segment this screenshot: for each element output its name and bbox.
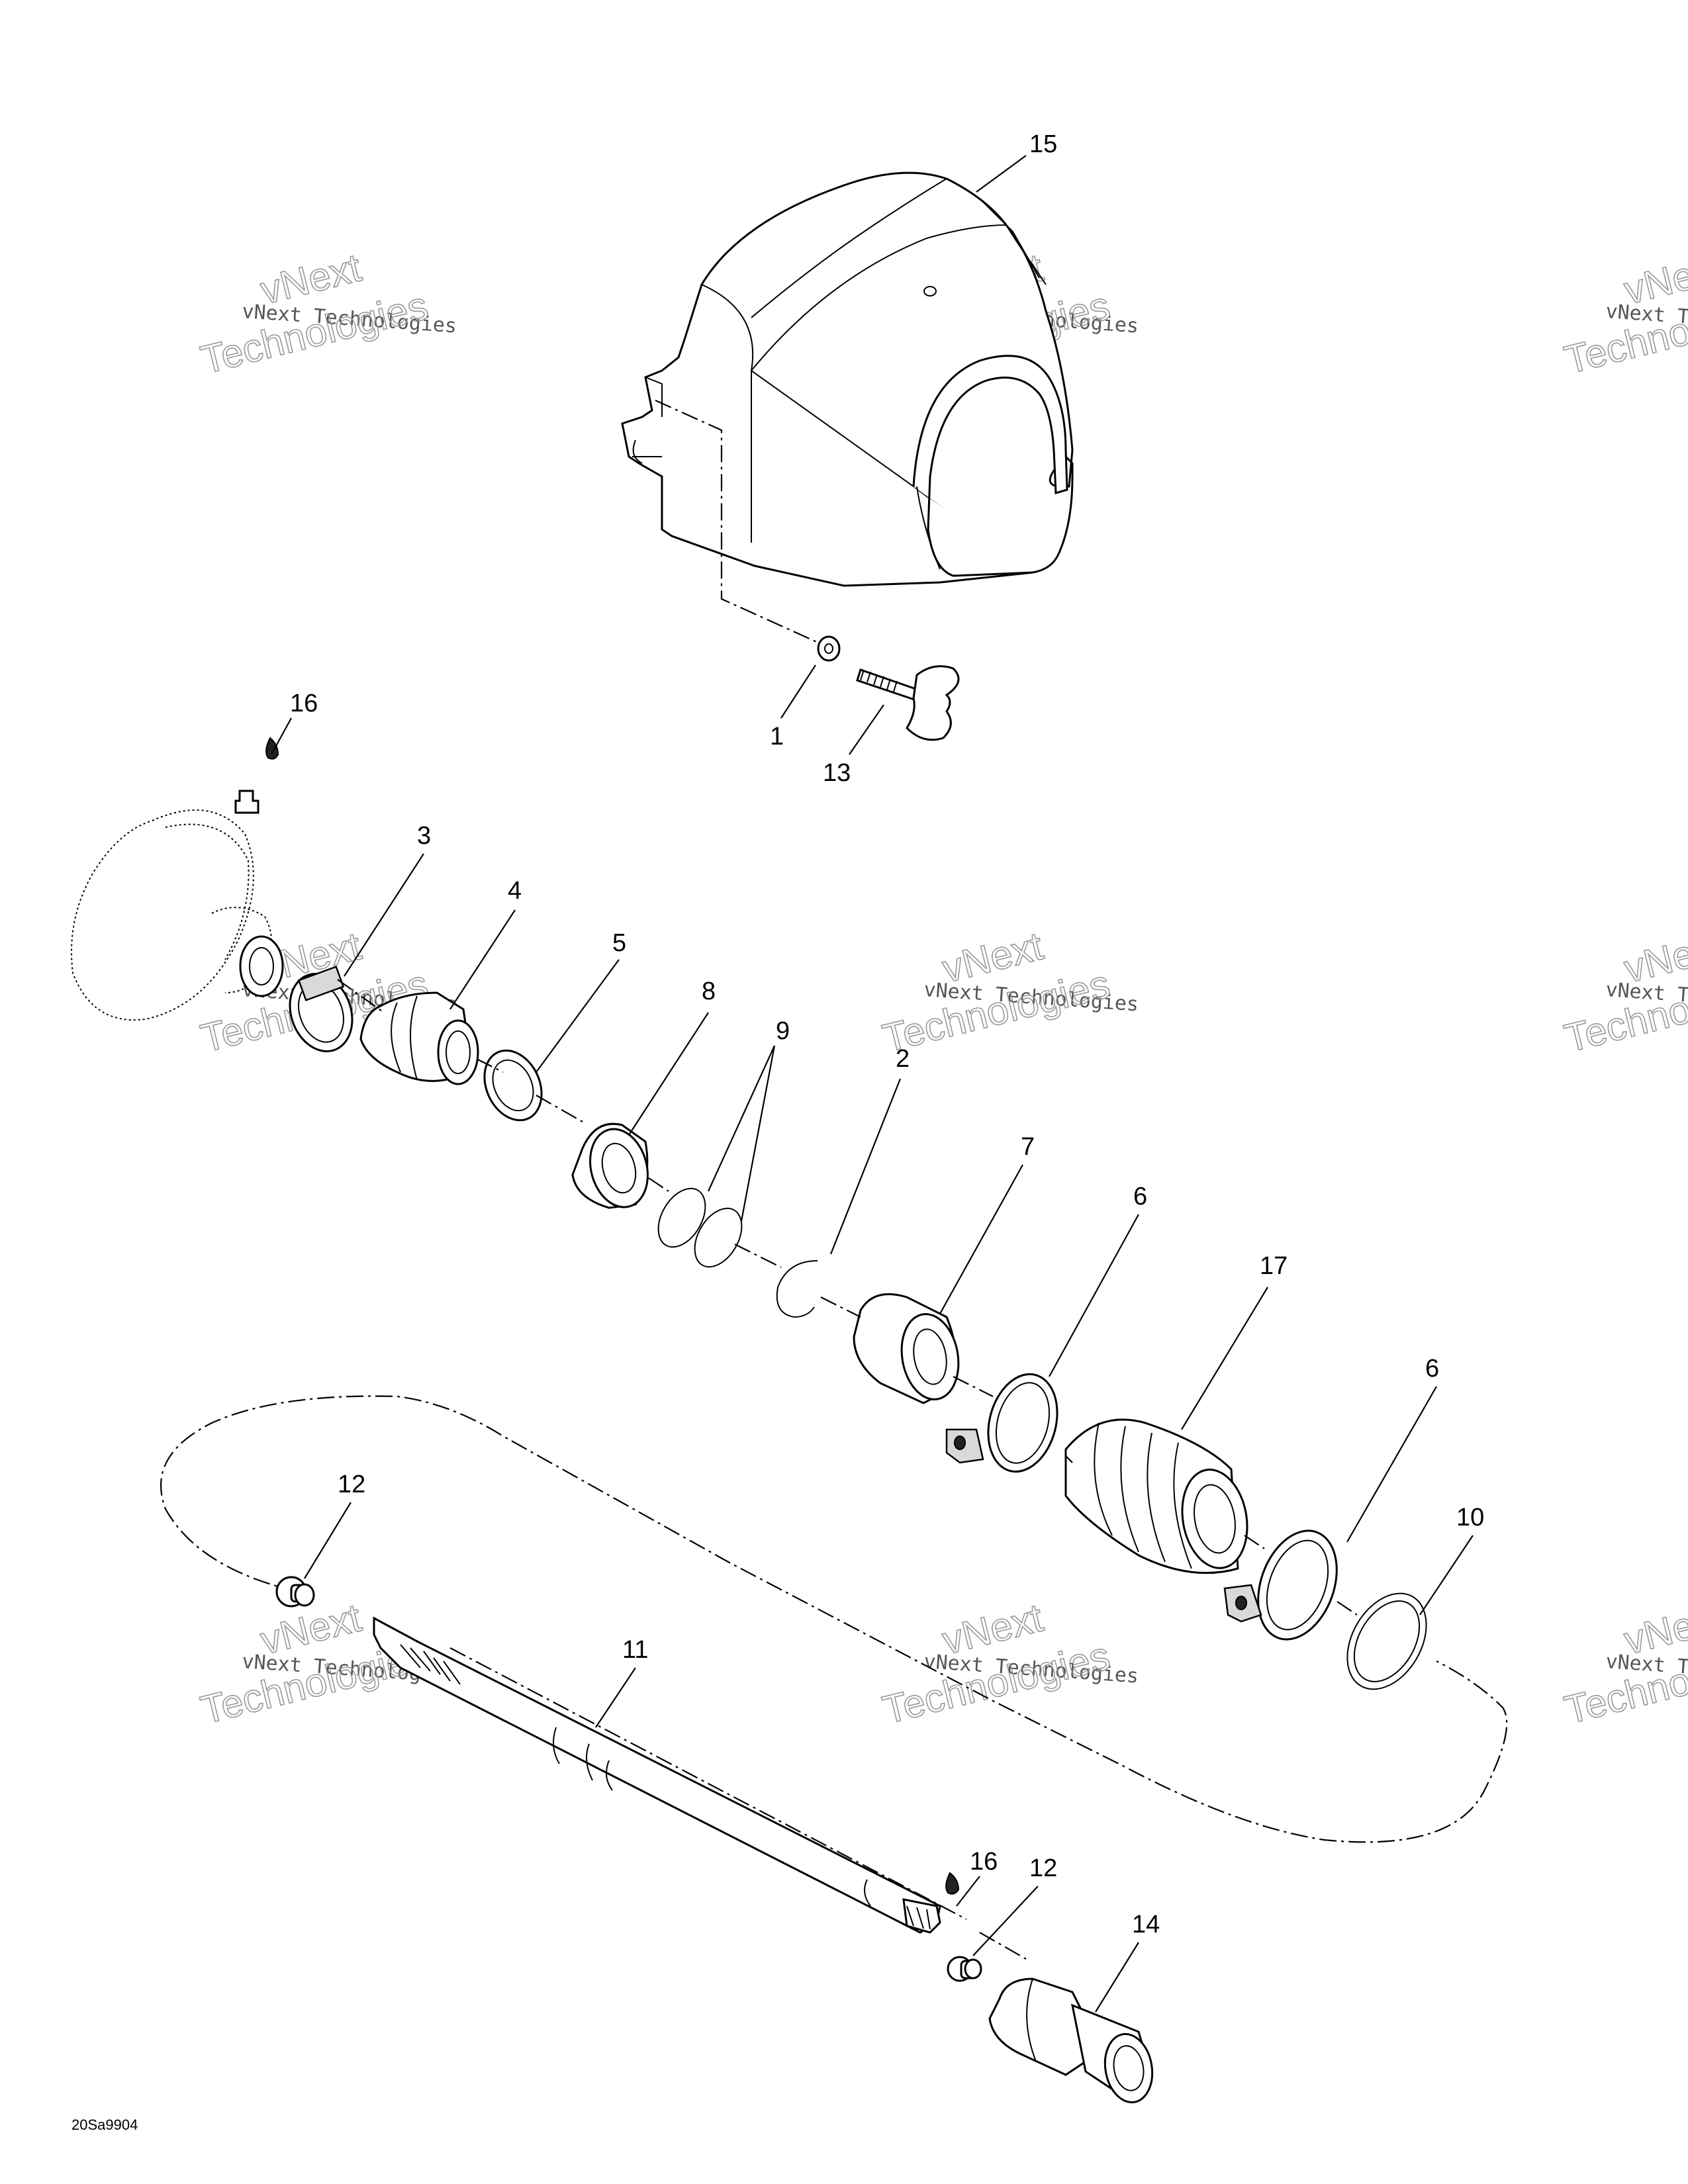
watermark-mid-center: vNext vNext Technologies Technologies	[878, 923, 1139, 1062]
assembly-axis-loop	[160, 1395, 1508, 1843]
part-12-plug-a	[275, 1576, 315, 1608]
callout-10: 10	[1456, 1504, 1484, 1531]
callout-12-upper: 12	[338, 1471, 365, 1498]
watermark-top-left: vNext vNext Technologies Technologies	[196, 245, 457, 383]
part-2-circlip	[776, 1260, 818, 1318]
callout-6-second: 6	[1425, 1355, 1439, 1383]
callout-1: 1	[770, 723, 784, 751]
part-1-washer	[817, 635, 841, 662]
callout-14: 14	[1132, 1911, 1160, 1938]
watermark-low-right: vNext vNext Technologies Technologies	[1560, 1595, 1688, 1733]
part-10-shim	[1346, 1592, 1427, 1690]
part-11-drive-shaft	[373, 1616, 941, 1934]
callout-9: 9	[776, 1017, 790, 1045]
part-6-hose-clamp-b	[1223, 1529, 1338, 1641]
callout-7: 7	[1021, 1133, 1035, 1161]
leader-lines	[271, 155, 1474, 2013]
callout-16-bottom: 16	[970, 1848, 998, 1876]
part-8-bushing	[571, 1122, 649, 1209]
callout-16-top: 16	[290, 690, 318, 717]
watermark-low-center: vNext vNext Technologies Technologies	[878, 1595, 1139, 1733]
callout-5: 5	[612, 929, 626, 957]
callout-17: 17	[1260, 1252, 1288, 1280]
part-14-coupling	[988, 1978, 1154, 2104]
assembly-axis-upper	[337, 979, 1358, 1615]
callout-6-first: 6	[1133, 1183, 1147, 1210]
part-6-hose-clamp-a	[945, 1373, 1058, 1473]
part-9-o-rings	[657, 1187, 743, 1268]
part-4-boot	[359, 991, 479, 1085]
part-17-bellows	[1064, 1418, 1248, 1574]
part-7-sleeve	[853, 1293, 960, 1404]
drawing-code: 20Sa9904	[71, 2116, 138, 2133]
part-5-ring	[483, 1049, 543, 1122]
callout-12-lower: 12	[1029, 1854, 1057, 1882]
callout-2: 2	[896, 1045, 910, 1073]
part-16-grease-fitting-top	[234, 737, 279, 814]
callout-8: 8	[702, 978, 716, 1005]
callouts: 15 1 13 16 3 4 5 8 9 2 7 6 17 6 10 12 11…	[290, 130, 1484, 1938]
assembly-axis-lower	[449, 1647, 1027, 1960]
part-13-wing-bolt	[856, 665, 960, 741]
callout-3: 3	[417, 822, 431, 850]
callout-4: 4	[508, 877, 522, 905]
callout-15: 15	[1029, 130, 1057, 158]
callout-13: 13	[823, 759, 851, 787]
part-3-clamp	[289, 966, 353, 1052]
callout-11: 11	[622, 1636, 648, 1664]
watermark-mid-right: vNext vNext Technologies Technologies	[1560, 923, 1688, 1062]
part-16-grease-fitting-bottom	[945, 1872, 960, 1895]
part-15-cover	[621, 171, 1074, 647]
watermark-top-right: vNext vNext Technologies Technologies	[1560, 245, 1688, 383]
part-12-plug-b	[947, 1956, 982, 1982]
pulley-hub-reference	[71, 809, 284, 1021]
